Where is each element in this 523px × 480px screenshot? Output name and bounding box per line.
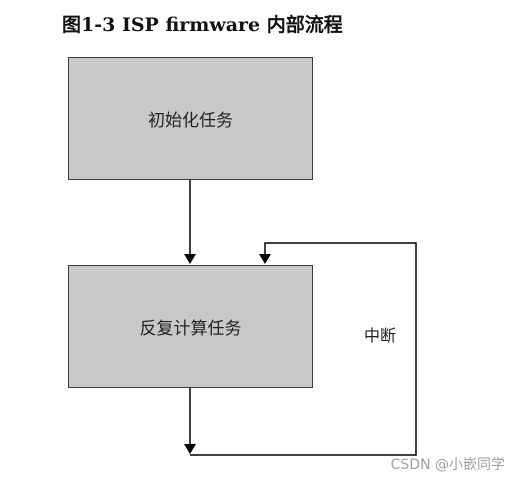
figure-title: 图1-3 ISP firmware 内部流程 [62, 14, 343, 36]
watermark: CSDN @小嵌同学 [390, 457, 505, 473]
init-task-label: 初始化任务 [148, 111, 233, 131]
init-task-box: 初始化任务 [68, 57, 313, 180]
loop-task-label: 反复计算任务 [139, 319, 242, 339]
interrupt-label: 中断 [364, 326, 397, 345]
loop-task-box: 反复计算任务 [68, 265, 313, 388]
edge-interrupt-loop [190, 242, 417, 456]
